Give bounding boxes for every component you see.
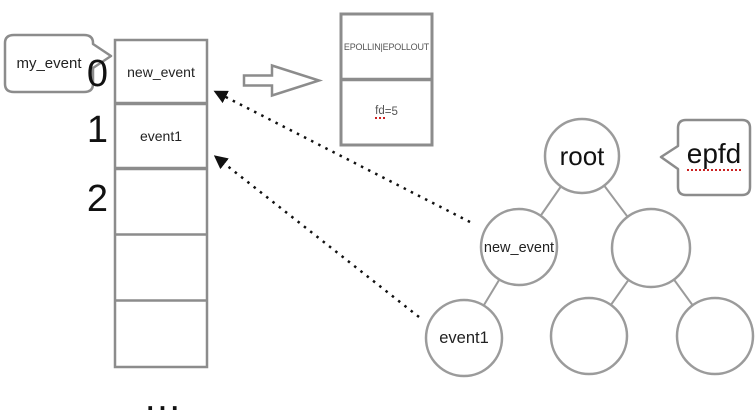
tree-node-circle-right (610, 207, 692, 289)
dotted-arrow-event1-to-cell1 (213, 155, 420, 318)
event-struct-events-field: EPOLLIN|EPOLLOUT (343, 42, 430, 52)
epfd-callout-bubble (659, 118, 752, 197)
right-arrow-icon (242, 63, 324, 98)
tree-node-circle-new-event (479, 207, 559, 287)
array-cell-1: event1 (139, 128, 183, 144)
tree-node-label-root: root (559, 140, 605, 171)
fd-value: =5 (384, 106, 398, 118)
array-cell-4 (117, 303, 205, 363)
fd-label: fd (375, 105, 385, 120)
epfd-callout-label: epfd (678, 129, 750, 181)
my-event-callout-label: my_event (16, 55, 82, 72)
tree-node-circle-leaf-center (549, 296, 629, 376)
tree-node-circle-leaf-right (675, 296, 755, 376)
event-array-box (113, 38, 209, 369)
array-cell-2 (117, 171, 205, 231)
tree-node-label-event1: event1 (439, 328, 489, 347)
array-index-2: 2 (86, 178, 108, 220)
array-cell-0: new_event (127, 64, 195, 80)
array-index-1: 1 (86, 109, 108, 151)
tree-node-circle-event1 (424, 298, 504, 378)
my-event-callout-bubble (3, 33, 113, 94)
event-struct-fd-field: fd=5 (342, 81, 431, 143)
epfd-text: epfd (686, 138, 742, 172)
array-index-0: 0 (86, 53, 108, 95)
array-cell-3 (117, 237, 205, 297)
tree-node-circle-root (543, 117, 621, 195)
array-ellipsis: ... (146, 386, 184, 416)
tree-node-label-new-event: new_event (483, 240, 555, 256)
